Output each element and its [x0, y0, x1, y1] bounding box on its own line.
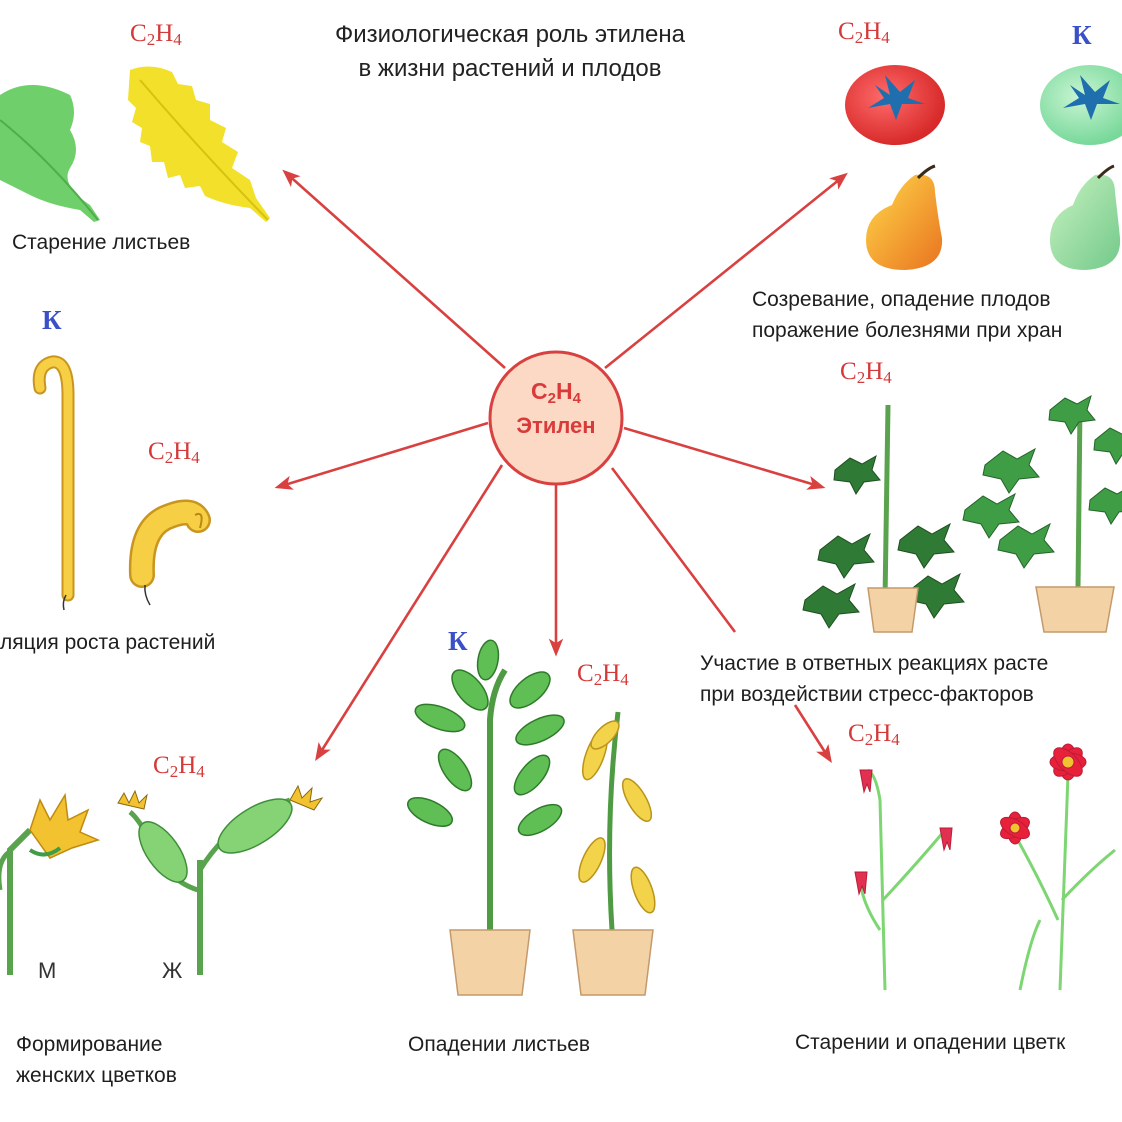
- center-formula: C2H4: [531, 378, 581, 407]
- yellow-leaf: [128, 66, 270, 222]
- arrow-to-fruit: [604, 172, 848, 370]
- male-flower-branch: [0, 792, 101, 975]
- green-leaf: [0, 85, 100, 222]
- arrow-to-female-flowers: [315, 464, 504, 762]
- caption-flower-aging: Старении и опадении цветк: [795, 1031, 1066, 1054]
- male-label: М: [38, 958, 57, 983]
- yellow-pear: [866, 164, 943, 270]
- arrow-to-flower-aging: [610, 467, 830, 760]
- ethylene-seedling: [128, 499, 211, 606]
- ethylene-potted-plant: [572, 711, 656, 996]
- wilting-flowers: [854, 768, 953, 991]
- title-line-2: в жизни растений и плодов: [358, 55, 662, 82]
- caption-female-line-2: женских цветков: [16, 1064, 177, 1087]
- caption-stress-line-2: при воздействии стресс-факторов: [700, 683, 1034, 706]
- female-flower-branch: [117, 784, 324, 975]
- caption-fruit-line-2: поражение болезнями при хран: [752, 319, 1063, 342]
- caption-female-line-1: Формирование: [16, 1033, 163, 1056]
- control-tag-fruit: К: [1072, 20, 1092, 50]
- diagram-title: Физиологическая роль этилена в жизни рас…: [250, 18, 770, 86]
- ethylene-tag-leaf-fall: C2H4: [577, 660, 629, 689]
- ethylene-center-label: C2H4 Этилен: [488, 358, 624, 439]
- control-plant: [962, 394, 1122, 633]
- caption-stress-line-1: Участие в ответных реакциях расте: [700, 652, 1049, 675]
- caption-leaf-aging: Старение листьев: [12, 231, 191, 254]
- blooming-flowers: [1000, 743, 1116, 991]
- ethylene-tag-flower-aging: C2H4: [848, 720, 900, 749]
- ethylene-tag-stress: C2H4: [840, 358, 892, 387]
- center-name: Этилен: [516, 413, 596, 438]
- caption-fruit-line-1: Созревание, опадение плодов: [752, 288, 1051, 311]
- ethylene-arrows: [274, 169, 848, 762]
- title-line-1: Физиологическая роль этилена: [335, 21, 685, 48]
- control-potted-plant: [407, 639, 565, 996]
- female-label: Ж: [162, 958, 183, 983]
- red-tomato: [845, 65, 945, 145]
- ethylene-center-circle: [488, 350, 624, 486]
- ethylene-tag-leaves: C2H4: [130, 20, 182, 49]
- control-tag-growth: К: [42, 305, 62, 335]
- caption-leaf-fall: Опадении листьев: [408, 1033, 591, 1056]
- green-pear: [1050, 164, 1121, 270]
- arrow-to-growth: [274, 421, 489, 490]
- arrow-to-leaf-aging: [282, 169, 506, 369]
- control-tag-leaf-fall: К: [448, 626, 468, 656]
- control-seedling: [32, 355, 75, 611]
- arrow-to-stress: [623, 426, 826, 490]
- green-tomato: [1040, 65, 1122, 145]
- ethylene-tag-flowers: C2H4: [153, 752, 205, 781]
- caption-growth: ляция роста растений: [0, 631, 216, 654]
- stressed-plant: [802, 404, 965, 633]
- ethylene-tag-growth: C2H4: [148, 438, 200, 467]
- ethylene-tag-fruit: C2H4: [838, 18, 890, 47]
